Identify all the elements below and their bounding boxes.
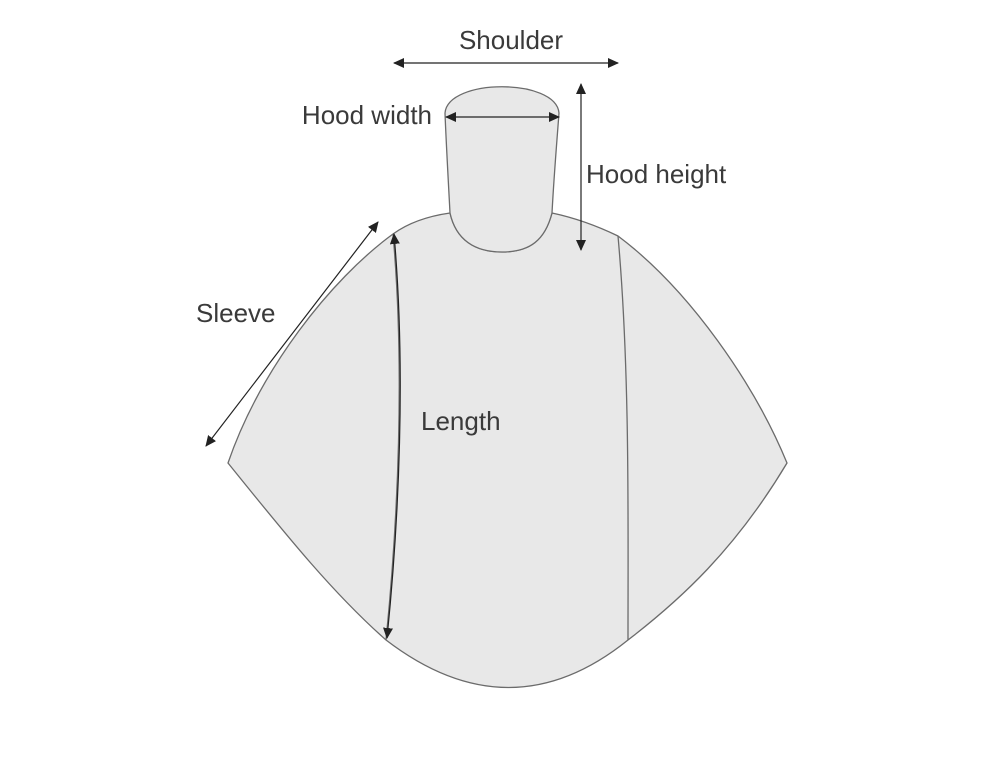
- poncho-body: [227, 212, 788, 688]
- length-arrow: [383, 233, 401, 639]
- hood-width-label: Hood width: [302, 100, 432, 130]
- sleeve-label: Sleeve: [196, 298, 276, 328]
- hood: [444, 86, 560, 253]
- sleeve-arrow: [205, 221, 379, 447]
- hood-height-label: Hood height: [586, 159, 727, 189]
- right-seam: [617, 235, 629, 641]
- length-label: Length: [421, 406, 501, 436]
- shoulder-label: Shoulder: [459, 25, 563, 55]
